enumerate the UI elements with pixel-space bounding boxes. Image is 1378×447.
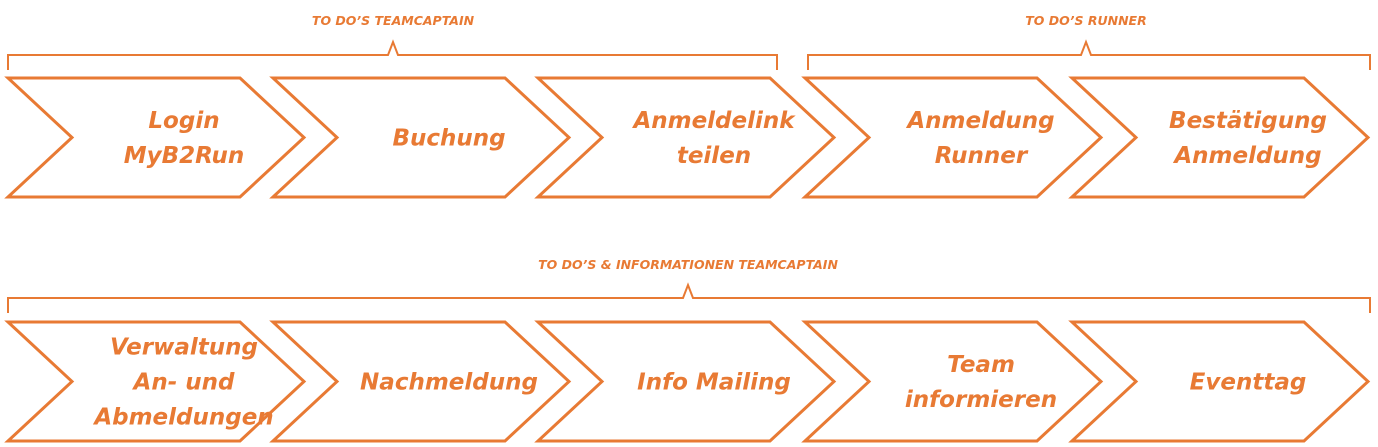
row1-step-3-chevron xyxy=(534,76,837,199)
brace-informationen-teamcaptain xyxy=(7,282,1371,313)
brace-teamcaptain xyxy=(7,39,778,70)
row1-step-5-label-line-2: Anmeldung xyxy=(1172,143,1321,169)
row2-step-5-chevron xyxy=(1068,320,1371,443)
row1-step-2-chevron xyxy=(269,76,572,199)
row2-step-4-chevron xyxy=(801,320,1104,443)
row1-step-2-label-line-1: Buchung xyxy=(392,126,505,152)
row1-step-1-label-line-1: Login xyxy=(148,108,219,134)
row1-step-4-chevron xyxy=(801,76,1104,199)
row1-step-5-chevron xyxy=(1068,76,1371,199)
row2-step-5-label-line-1: Eventtag xyxy=(1190,370,1307,396)
row1-step-4-label-line-2: Runner xyxy=(935,143,1029,169)
row2-step-3-label-line-1: Info Mailing xyxy=(637,370,791,396)
row1-step-1-chevron xyxy=(4,76,307,199)
row2-step-1-chevron xyxy=(4,320,307,443)
row2-step-4-label-line-1: Team xyxy=(947,352,1015,378)
row1-step-5-label-line-1: Bestätigung xyxy=(1169,108,1327,134)
row2-step-3-chevron xyxy=(534,320,837,443)
row2-step-2-chevron xyxy=(269,320,572,443)
group-label-runner: TO DO’S RUNNER xyxy=(1025,13,1146,28)
row2-step-4-label-line-2: informieren xyxy=(905,387,1057,413)
brace-runner xyxy=(807,39,1371,70)
row2-step-1-label-line-2: An- und xyxy=(132,370,235,396)
row2-step-2-label-line-1: Nachmeldung xyxy=(360,370,538,396)
row2-step-1-label-line-3: Abmeldungen xyxy=(92,405,273,431)
group-label-teamcaptain: TO DO’S TEAMCAPTAIN xyxy=(312,13,475,28)
row1-step-4-label-line-1: Anmeldung xyxy=(905,108,1054,134)
row1-step-1-label-line-2: MyB2Run xyxy=(124,143,245,169)
row2-step-1-label-line-1: Verwaltung xyxy=(110,335,258,361)
group-label-informationen-teamcaptain: TO DO’S & INFORMATIONEN TEAMCAPTAIN xyxy=(538,257,838,272)
row1-step-3-label-line-2: teilen xyxy=(677,143,751,169)
row1-step-3-label-line-1: Anmeldelink xyxy=(631,108,796,134)
